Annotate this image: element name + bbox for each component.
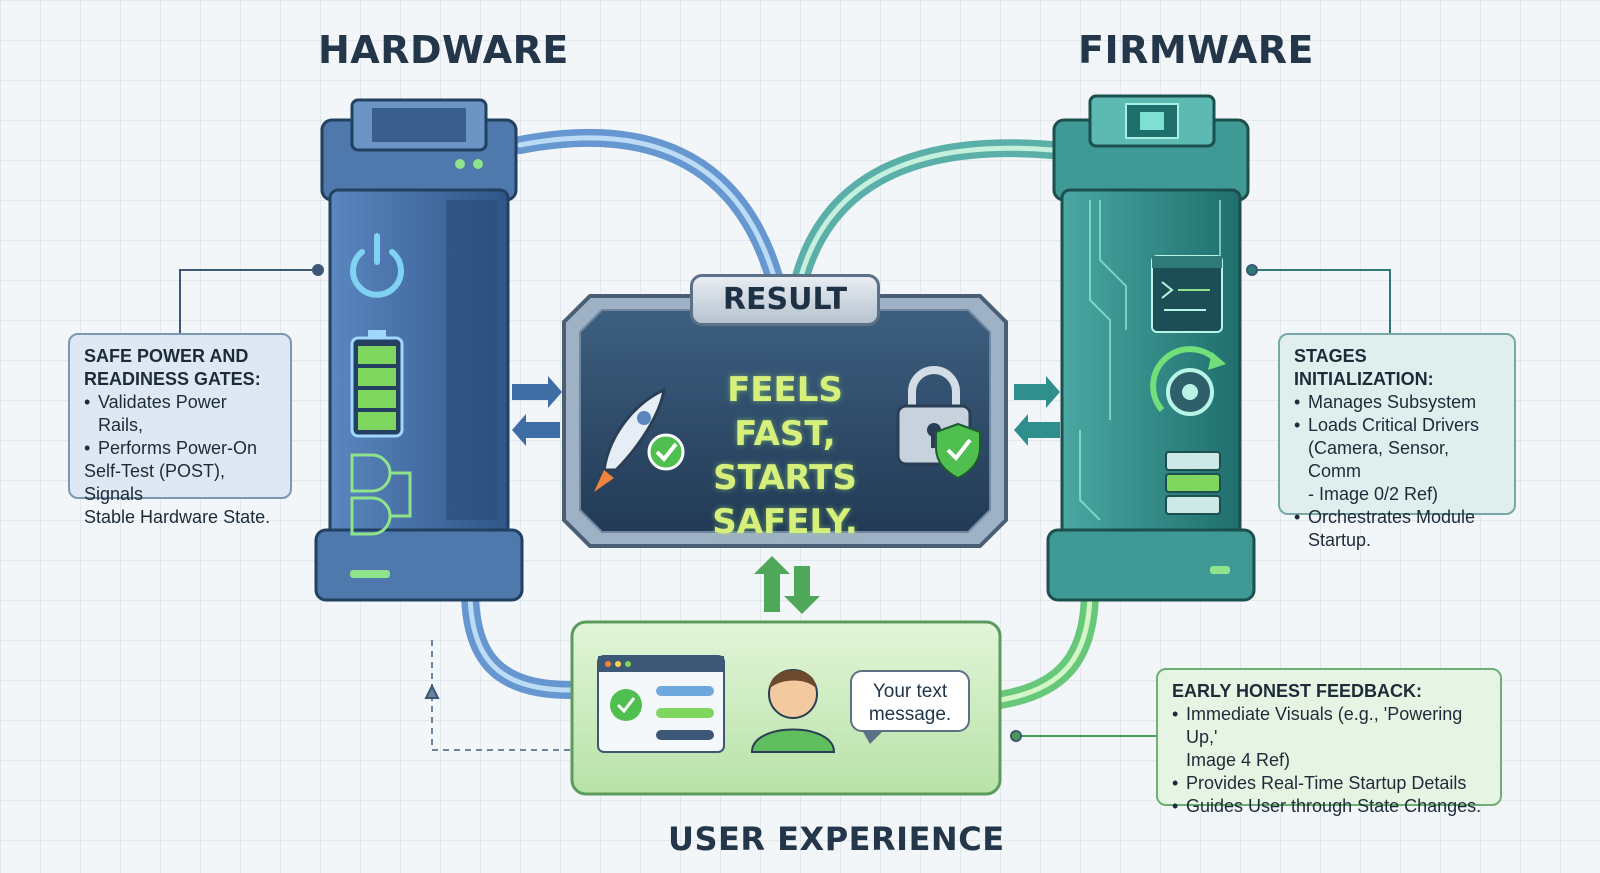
ux-panel: [570, 620, 1002, 796]
hw-callout-title-1: SAFE POWER AND: [84, 346, 249, 366]
flow-arrows: [461, 128, 1099, 709]
result-panel: [562, 294, 1008, 548]
hw-callout-item: Validates Power Rails,: [84, 391, 276, 437]
user-experience-heading: USER EXPERIENCE: [668, 820, 1005, 858]
ux-callout-item: Immediate Visuals (e.g., 'Powering Up,' …: [1172, 703, 1486, 772]
code-window-icon: [1151, 255, 1223, 333]
fw-callout-item-text: Loads Critical Drivers: [1308, 415, 1480, 435]
dashed-feedback-line: [431, 640, 570, 751]
user-avatar-icon: [750, 669, 836, 753]
hw-callout-continuation: Stable Hardware State.: [84, 507, 271, 527]
check-icon: [647, 433, 685, 471]
ux-callout-item: Provides Real-Time Startup Details: [1172, 772, 1486, 795]
result-tab-label: RESULT: [690, 274, 880, 326]
firmware-tower: [1046, 94, 1256, 602]
logic-gate-icon: [350, 453, 412, 536]
fw-to-result-arrow: [791, 139, 1061, 289]
ux-callout-title: EARLY HONEST FEEDBACK:: [1172, 681, 1423, 701]
fw-callout-item: Loads Critical Drivers (Camera, Sensor, …: [1294, 414, 1500, 506]
power-icon: [350, 233, 404, 298]
gear-refresh-icon: [1150, 346, 1226, 416]
hw-callout-continuation: Self-Test (POST), Signals: [84, 461, 226, 504]
speech-bubble: Your text message.: [850, 670, 970, 744]
ux-status-window: [597, 655, 725, 753]
firmware-heading: FIRMWARE: [1078, 28, 1315, 72]
callout-connectors: [179, 264, 1391, 751]
firmware-callout: STAGES INITIALIZATION: Manages Subsystem…: [1278, 333, 1516, 550]
fw-callout-title: STAGES INITIALIZATION:: [1294, 346, 1434, 389]
chip-icon: [1125, 103, 1179, 139]
hardware-callout: SAFE POWER AND READINESS GATES: Validate…: [68, 333, 292, 527]
fw-callout-list: Manages Subsystem Loads Critical Drivers…: [1294, 391, 1500, 552]
hardware-tower: [314, 98, 524, 602]
fw-callout-item: Orchestrates Module Startup.: [1294, 506, 1500, 552]
side-arrows: [512, 376, 1060, 614]
shield-check-icon: [935, 422, 981, 480]
fw-callout-item-cont: Startup.: [1308, 530, 1372, 550]
result-line-2: STARTS: [713, 458, 857, 498]
hw-to-ux-arrow: [461, 581, 579, 699]
result-message: FEELS FAST, STARTS SAFELY.: [690, 368, 880, 544]
fw-connector: [1252, 269, 1391, 333]
fw-callout-item-cont: - Image 0/2 Ref): [1308, 484, 1439, 504]
ux-callout-item-text: Immediate Visuals (e.g., 'Powering Up,': [1186, 704, 1463, 747]
fw-callout-item-cont: (Camera, Sensor, Comm: [1308, 438, 1450, 481]
hw-callout-title-2: READINESS GATES:: [84, 369, 261, 389]
result-line-1: FEELS FAST,: [727, 370, 843, 454]
speech-line-2: message.: [868, 704, 952, 725]
battery-icon: [350, 330, 404, 438]
hw-connector: [179, 269, 318, 333]
ux-callout-list: Immediate Visuals (e.g., 'Powering Up,' …: [1172, 703, 1486, 818]
hw-to-result-arrow: [511, 128, 784, 289]
ux-callout-item: Guides User through State Changes.: [1172, 795, 1486, 818]
hardware-heading: HARDWARE: [318, 28, 569, 72]
ux-callout: EARLY HONEST FEEDBACK: Immediate Visuals…: [1156, 668, 1502, 818]
stack-icon: [1165, 451, 1221, 515]
hw-callout-list: Validates Power Rails, Performs Power-On: [84, 391, 276, 460]
fw-callout-item-text: Orchestrates Module: [1308, 507, 1476, 527]
hw-callout-item: Performs Power-On: [84, 437, 276, 460]
rocket-icon: [594, 387, 666, 492]
speech-line-1: Your text: [872, 681, 948, 702]
result-line-3: SAFELY.: [712, 502, 858, 542]
fw-callout-item: Manages Subsystem: [1294, 391, 1500, 414]
ux-callout-item-cont: Image 4 Ref): [1186, 750, 1291, 770]
